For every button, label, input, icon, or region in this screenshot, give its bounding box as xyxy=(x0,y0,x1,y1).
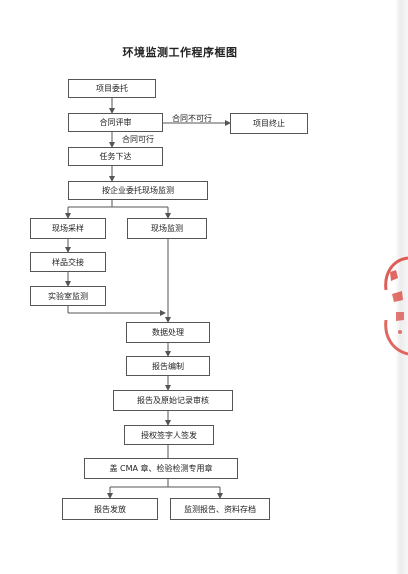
node-report-issue: 报告发放 xyxy=(62,498,158,520)
node-lab-monitoring: 实验室监测 xyxy=(30,286,106,306)
node-onsite-monitoring: 按企业委托现场监测 xyxy=(68,181,208,200)
node-data-processing: 数据处理 xyxy=(126,322,210,343)
page-edge-shadow xyxy=(395,0,408,574)
node-report-compile: 报告编制 xyxy=(126,356,210,376)
node-sample-handover: 样品交接 xyxy=(30,252,106,272)
node-field-monitoring: 现场监测 xyxy=(127,218,207,239)
node-task-issue: 任务下达 xyxy=(68,147,163,166)
node-archive: 监测报告、资料存档 xyxy=(170,498,270,520)
node-entrust: 项目委托 xyxy=(68,79,156,98)
label-contract-feasible: 合同可行 xyxy=(122,135,154,144)
node-stamp-seal: 盖 CMA 章、检验检测专用章 xyxy=(84,458,238,479)
label-contract-not-feasible: 合同不可行 xyxy=(172,114,212,123)
node-field-sampling: 现场采样 xyxy=(30,218,106,239)
node-authorized-sign: 授权签字人签发 xyxy=(124,425,214,445)
node-contract-review: 合同评审 xyxy=(68,113,163,132)
red-seal-stamp xyxy=(378,250,408,360)
diagram-title: 环境监测工作程序框图 xyxy=(122,46,238,59)
node-terminate: 项目终止 xyxy=(230,113,308,134)
node-record-review: 报告及原始记录审核 xyxy=(113,390,233,411)
